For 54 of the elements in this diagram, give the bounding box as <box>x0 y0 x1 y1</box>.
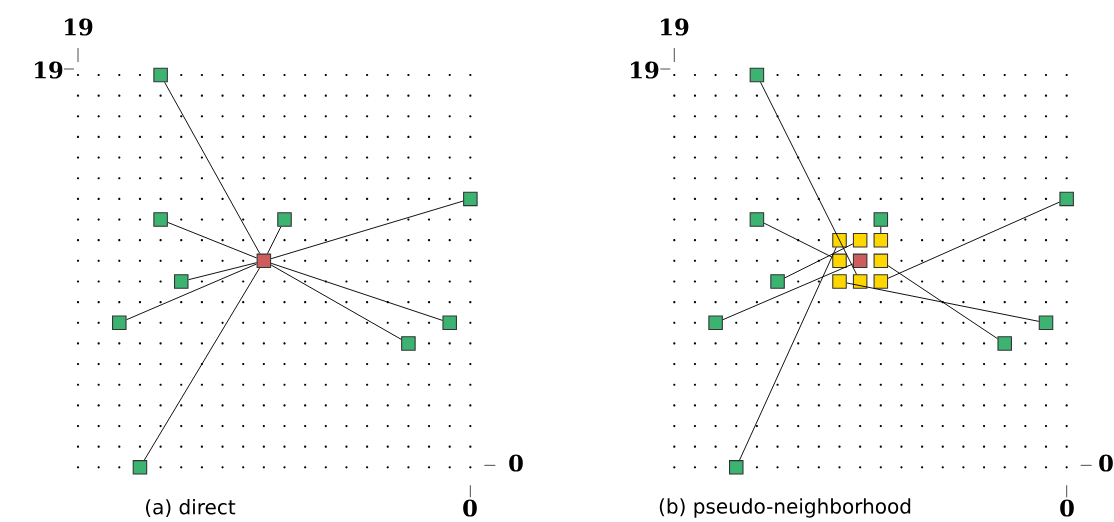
axis-number: 0 <box>1099 454 1113 472</box>
square-marker <box>442 315 457 331</box>
axis-number: 19 <box>661 18 689 36</box>
square-marker <box>174 274 189 289</box>
axis-number: 19 <box>35 61 63 79</box>
connector-line <box>143 267 260 461</box>
square-marker <box>401 336 416 351</box>
connector-line <box>784 243 854 279</box>
square-marker <box>1038 315 1054 331</box>
connector-line <box>164 81 261 255</box>
connector-line <box>880 226 882 234</box>
axis-number: 0 <box>463 499 477 517</box>
square-marker <box>873 253 889 269</box>
square-marker <box>729 460 744 475</box>
square-marker <box>770 274 785 289</box>
square-marker <box>873 274 889 289</box>
square-marker <box>277 212 292 227</box>
panel-caption: (a) direct <box>146 499 236 517</box>
axis-number: 19 <box>65 18 93 36</box>
panel-caption: (b) pseudo-neighborhood <box>659 498 911 518</box>
square-marker <box>153 67 168 83</box>
connector-line <box>887 265 998 340</box>
connector-line <box>887 201 1060 279</box>
connector-line <box>722 263 854 321</box>
connector-line <box>267 226 282 255</box>
square-marker <box>873 232 889 248</box>
connector-line <box>270 264 402 340</box>
square-marker <box>873 212 889 227</box>
square-marker <box>852 232 868 248</box>
axis-number: 19 <box>631 61 659 79</box>
square-marker <box>749 67 765 83</box>
square-marker <box>112 315 127 331</box>
connector-line <box>739 247 837 461</box>
axis-number: 0 <box>509 454 523 472</box>
square-marker <box>256 253 272 269</box>
axis-number: 0 <box>1060 499 1074 517</box>
square-marker <box>132 460 148 475</box>
connector-line <box>846 282 1040 322</box>
square-marker <box>997 336 1012 351</box>
connector-line <box>270 200 464 260</box>
connector-line <box>167 222 258 259</box>
connector-line <box>188 262 258 281</box>
connector-line <box>270 262 443 321</box>
square-marker <box>832 253 847 269</box>
square-marker <box>1059 191 1074 207</box>
connector-line <box>760 81 857 275</box>
square-marker <box>708 315 723 331</box>
square-marker <box>749 212 765 227</box>
square-marker <box>153 212 168 227</box>
square-marker <box>832 274 847 289</box>
connector-line <box>763 222 833 258</box>
connector-line <box>126 263 258 321</box>
square-marker <box>463 191 478 207</box>
square-marker <box>852 253 868 269</box>
